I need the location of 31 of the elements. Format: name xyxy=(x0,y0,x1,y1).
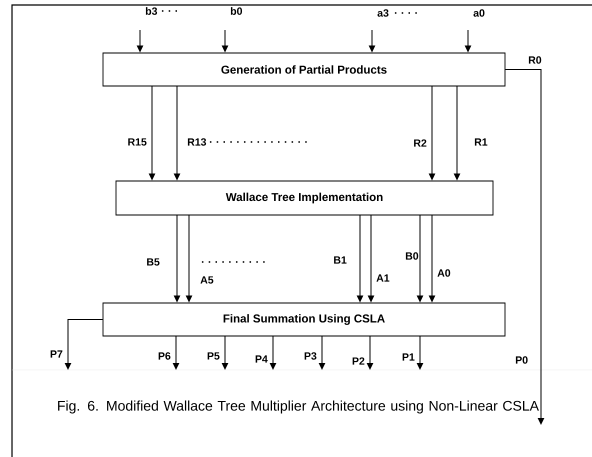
edge-label: A0 xyxy=(437,269,450,277)
edge-label: R13 xyxy=(188,138,206,146)
caption: Fig. 6. Modified Wallace Tree Multiplier Architecture using Non-Linear CSLA xyxy=(58,400,539,414)
dot-leader: . . . . . . . . . . . . . . . xyxy=(210,141,307,143)
dot-leader: . . . . . . . . . . xyxy=(202,261,265,263)
edge-label: P1 xyxy=(402,353,414,361)
edge-label: P4 xyxy=(256,355,268,363)
edge-label: P6 xyxy=(158,352,170,360)
edge-label: A1 xyxy=(376,274,390,282)
edge-label: B5 xyxy=(147,258,160,266)
edge-label: A5 xyxy=(200,276,214,284)
edge-label: B0 xyxy=(406,252,418,260)
edge-label: a0 xyxy=(474,9,484,17)
edge-label: P2 xyxy=(352,357,364,365)
edge-label: B1 xyxy=(334,256,346,264)
edge-label: R15 xyxy=(128,138,146,146)
process-box: Generation of Partial Products xyxy=(102,52,506,86)
edge-label: R2 xyxy=(414,139,426,147)
edge-label: b0 xyxy=(230,7,242,15)
edge-label: P5 xyxy=(208,352,220,360)
edge-label: b3 xyxy=(146,7,158,15)
edge-label: R0 xyxy=(528,56,542,64)
signal-label: P0 xyxy=(516,356,528,364)
process-box: Final Summation Using CSLA xyxy=(102,302,506,336)
edge-label: a3 xyxy=(378,9,388,17)
process-box: Wallace Tree Implementation xyxy=(116,180,494,216)
edge-label: P3 xyxy=(304,352,316,360)
edge-label: R1 xyxy=(474,138,488,146)
dot-leader: . . . xyxy=(162,10,177,12)
dot-leader: . . . . xyxy=(394,12,417,14)
edge-label: P7 xyxy=(50,350,62,358)
